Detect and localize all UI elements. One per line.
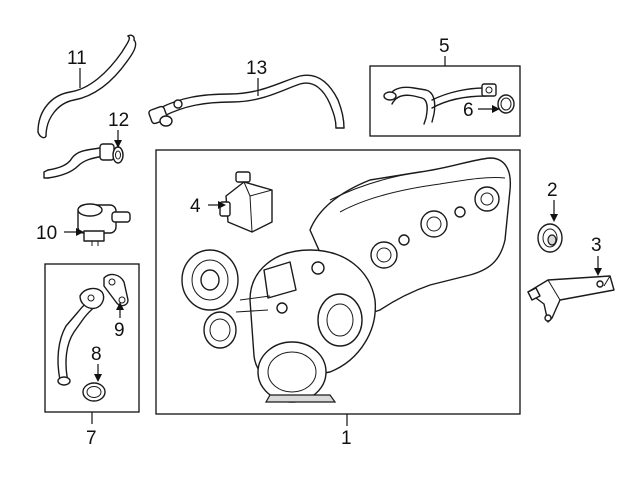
part-7-oil-line (57, 287, 105, 386)
part-11-hose (37, 34, 137, 139)
part-13-hose (148, 74, 345, 129)
callout-7: 7 (86, 428, 97, 449)
part-8-ring (82, 382, 106, 402)
callout-5: 5 (439, 36, 450, 57)
callout-2: 2 (547, 180, 558, 201)
part-10-valve (77, 203, 131, 246)
callout-6: 6 (463, 100, 474, 121)
part-3-bracket (527, 275, 615, 323)
callout-11: 11 (67, 48, 87, 69)
group-box-1 (155, 149, 521, 415)
group-box-5 (369, 65, 521, 137)
callout-9: 9 (114, 320, 125, 341)
part-12-hose (43, 143, 124, 179)
callout-8: 8 (91, 344, 102, 365)
callout-12: 12 (108, 110, 129, 131)
callout-4: 4 (190, 196, 201, 217)
callout-3: 3 (591, 235, 602, 256)
part-2-seal (537, 223, 563, 253)
callout-10: 10 (36, 223, 57, 244)
part-6-ring (497, 94, 515, 114)
part-4-sensor (219, 171, 273, 233)
part-1-turbocharger (181, 157, 512, 403)
part-9-gasket (103, 273, 129, 307)
callout-13: 13 (246, 58, 267, 79)
part-5-pipe (383, 83, 497, 125)
callout-1: 1 (341, 428, 352, 449)
